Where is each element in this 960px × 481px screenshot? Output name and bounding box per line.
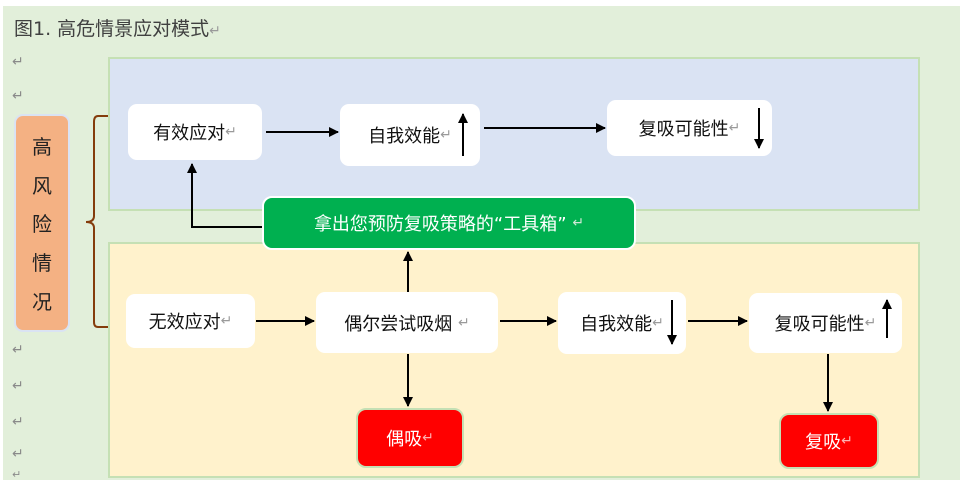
paragraph-mark: ↵: [209, 23, 221, 39]
ineffective-coping-node: 无效应对↵: [126, 294, 255, 348]
relapse-likelihood-up-node: 复吸可能性↵: [749, 293, 902, 353]
node-label: 复吸可能性: [638, 119, 729, 140]
paragraph-mark: ↵: [12, 342, 24, 358]
situation-char: 况: [32, 290, 52, 315]
node-label: 偶吸: [386, 429, 423, 450]
paragraph-mark: ↵: [225, 124, 237, 140]
node-label: 有效应对: [153, 123, 226, 144]
paragraph-mark: ↵: [864, 315, 877, 331]
high-risk-situation-box: 高 风 险 情 况: [14, 114, 70, 332]
paragraph-mark: ↵: [12, 446, 24, 462]
relapse-likelihood-down-node: 复吸可能性↵: [607, 100, 772, 156]
figure-title-text: 图1. 高危情景应对模式: [14, 18, 210, 40]
situation-char: 风: [32, 173, 52, 198]
situation-char: 情: [32, 251, 52, 276]
paragraph-mark: ↵: [458, 314, 470, 331]
paragraph-mark: ↵: [12, 468, 22, 481]
paragraph-mark: ↵: [841, 433, 853, 449]
figure-title: 图1. 高危情景应对模式↵: [14, 14, 221, 41]
node-label: 自我效能: [580, 314, 653, 335]
relapse-node: 复吸↵: [779, 413, 879, 469]
node-label: 复吸可能性: [774, 314, 865, 335]
paragraph-mark: ↵: [220, 313, 233, 329]
paragraph-mark: ↵: [728, 120, 741, 136]
paragraph-mark: ↵: [440, 127, 452, 143]
node-label: 复吸: [805, 432, 842, 453]
paragraph-mark: ↵: [572, 215, 585, 231]
situation-char: 高: [32, 134, 52, 159]
node-label: 偶尔尝试吸烟: [344, 313, 453, 335]
toolbox-node: 拿出您预防复吸策略的“工具箱” ↵: [262, 196, 636, 250]
paragraph-mark: ↵: [12, 378, 24, 394]
self-efficacy-down-node: 自我效能↵: [558, 292, 686, 354]
toolbox-label: 拿出您预防复吸策略的“工具箱”: [313, 214, 567, 235]
self-efficacy-up-node: 自我效能↵: [340, 104, 480, 166]
effective-coping-node: 有效应对↵: [128, 104, 262, 160]
paragraph-mark: ↵: [422, 430, 434, 446]
lapse-node: 偶吸↵: [356, 408, 464, 468]
paragraph-mark: ↵: [12, 54, 24, 70]
node-label: 无效应对: [148, 312, 221, 333]
lapse-attempt-node: 偶尔尝试吸烟 ↵: [316, 292, 498, 353]
paragraph-mark: ↵: [652, 315, 664, 331]
paragraph-mark: ↵: [12, 88, 24, 104]
situation-char: 险: [32, 212, 52, 237]
paragraph-mark: ↵: [12, 414, 24, 430]
node-label: 自我效能: [368, 126, 441, 147]
